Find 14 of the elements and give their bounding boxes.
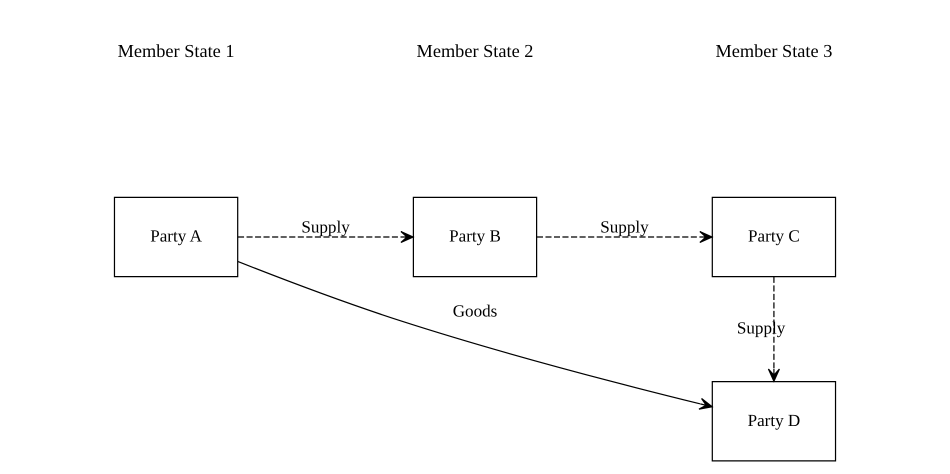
edge-label: Supply xyxy=(600,217,649,236)
arrow xyxy=(238,260,713,410)
edge-label: Supply xyxy=(301,217,350,236)
label: Member State 1 xyxy=(118,41,235,62)
node-box: Party C xyxy=(712,196,836,278)
arrow xyxy=(768,276,780,382)
node-box: Party D xyxy=(712,380,836,462)
node-box: Party B xyxy=(412,196,538,278)
label: Member State 3 xyxy=(715,41,832,62)
label: Member State 2 xyxy=(416,41,534,62)
arrow xyxy=(238,230,414,244)
node-box: Party A xyxy=(114,196,238,278)
edge-label: Goods xyxy=(452,302,498,321)
arrow xyxy=(536,230,713,244)
